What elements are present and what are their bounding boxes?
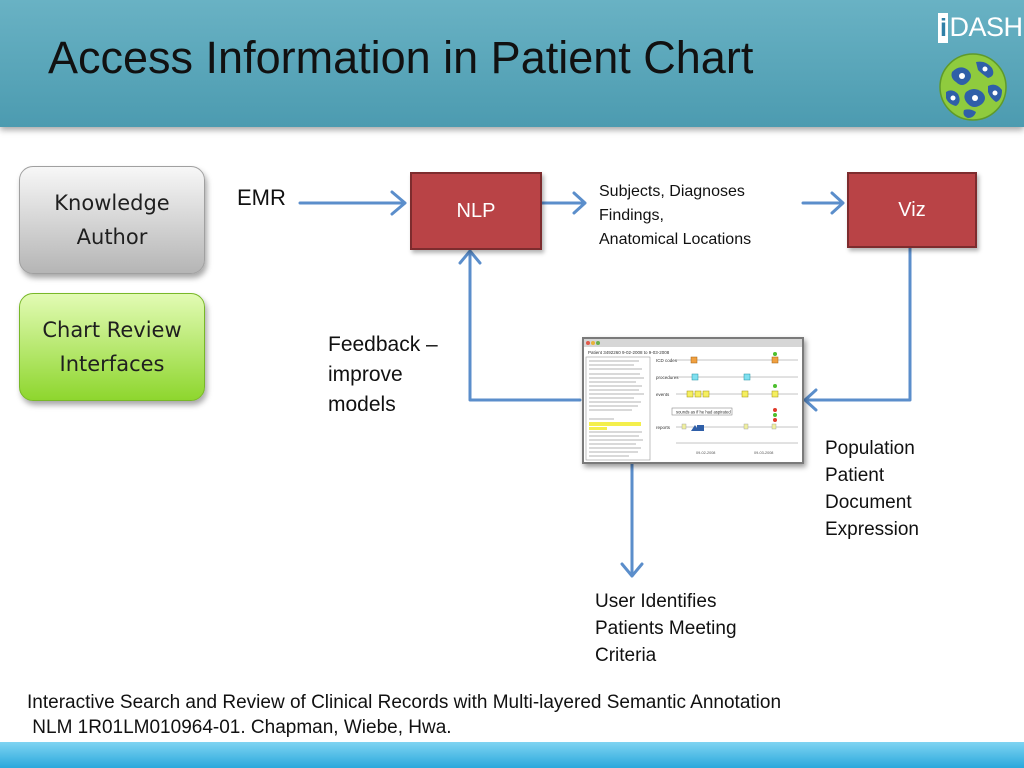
arrow-chart-view-to-user (620, 460, 644, 578)
idash-logo-i: i (938, 13, 949, 43)
nlp-label: NLP (456, 199, 496, 222)
viz-box: Viz (847, 172, 977, 248)
knowledge-author-label-line2: Author (76, 225, 148, 249)
timeline-date-2: 09-03-2008 (754, 451, 773, 455)
timeline-date-1: 09-02-2008 (696, 451, 715, 455)
arrow-feedback-to-nlp (458, 249, 582, 402)
population-label: Population Patient Document Expression (825, 435, 919, 543)
entities-line-2: Findings, (599, 207, 664, 224)
idash-logo-text: DASH (949, 12, 1023, 42)
screenshot-title: Patient 3492260 9-02-2008 to 9-03-2008 (588, 350, 670, 355)
nlp-box: NLP (410, 172, 542, 250)
entities-line-1: Subjects, Diagnoses (599, 183, 745, 200)
knowledge-author-label-line1: Knowledge (54, 191, 170, 215)
globe-icon (939, 53, 1007, 121)
population-line-4: Expression (825, 519, 919, 540)
user-line-3: Criteria (595, 645, 657, 666)
emr-label: EMR (237, 185, 286, 210)
user-line-1: User Identifies (595, 591, 717, 612)
user-line-2: Patients Meeting (595, 618, 737, 639)
viz-label: Viz (898, 199, 926, 221)
timeline-row-events: events (656, 392, 670, 397)
population-line-2: Patient (825, 465, 885, 486)
population-line-3: Document (825, 492, 912, 513)
chart-review-label-line2: Interfaces (59, 352, 165, 376)
arrow-nlp-to-entities (539, 191, 587, 215)
timeline-thumbnail: Patient 3492260 9-02-2008 to 9-03-2008 I… (584, 339, 802, 461)
citation-line-2: NLM 1R01LM010964-01. Chapman, Wiebe, Hwa… (27, 717, 452, 738)
footer-bar (0, 742, 1024, 768)
citation: Interactive Search and Review of Clinica… (27, 690, 781, 740)
timeline-row-icd: ICD codes (656, 358, 678, 363)
feedback-line-2: improve (328, 363, 403, 386)
chart-review-screenshot: Patient 3492260 9-02-2008 to 9-03-2008 I… (582, 337, 804, 464)
entities-line-3: Anatomical Locations (599, 231, 752, 248)
arrow-viz-to-chart-view (803, 244, 912, 412)
citation-line-1: Interactive Search and Review of Clinica… (27, 692, 782, 713)
entities-label: Subjects, Diagnoses Findings, Anatomical… (599, 180, 751, 252)
feedback-line-3: models (328, 393, 396, 416)
screenshot-note: sounds as if he had aspirated (676, 410, 731, 415)
arrow-entities-to-viz (801, 191, 845, 215)
arrow-emr-to-nlp (298, 190, 407, 216)
timeline-row-procedures: procedures (656, 375, 679, 380)
feedback-label: Feedback – improve models (328, 330, 438, 420)
page-title: Access Information in Patient Chart (48, 32, 754, 83)
timeline-row-reports: reports (656, 425, 671, 430)
chart-review-label-line1: Chart Review (42, 318, 182, 342)
feedback-line-1: Feedback – (328, 333, 438, 356)
user-identifies-label: User Identifies Patients Meeting Criteri… (595, 588, 737, 669)
population-line-1: Population (825, 438, 915, 459)
